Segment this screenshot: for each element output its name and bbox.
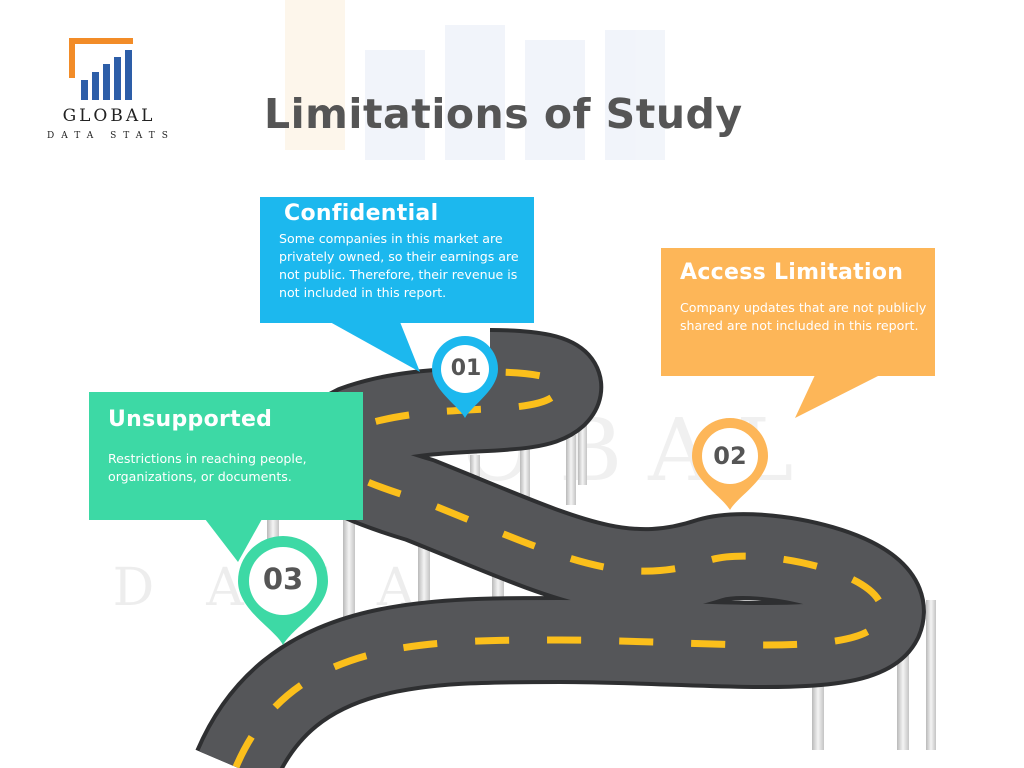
logo-bar bbox=[103, 64, 110, 100]
callout-confidential: Confidential Some companies in this mark… bbox=[260, 197, 534, 323]
callout-access: Access Limitation Company updates that a… bbox=[661, 248, 935, 376]
callout-title: Confidential bbox=[284, 201, 439, 226]
pin-confidential bbox=[432, 336, 498, 418]
watermark-bar bbox=[445, 25, 505, 160]
logo-word-data-stats: DATA STATS bbox=[47, 131, 175, 141]
pin-number-03: 03 bbox=[262, 562, 304, 596]
callout-body: Some companies in this market are privat… bbox=[279, 231, 519, 300]
logo-accent bbox=[69, 38, 133, 78]
watermark-bar bbox=[365, 50, 425, 160]
callout-unsupported: Unsupported Restrictions in reaching peo… bbox=[89, 392, 363, 520]
pin-number-01: 01 bbox=[450, 356, 482, 381]
pillar bbox=[566, 435, 576, 505]
watermark bbox=[285, 0, 665, 160]
callout-title: Access Limitation bbox=[680, 260, 904, 285]
logo-bar bbox=[125, 50, 132, 100]
pin-unsupported bbox=[238, 536, 328, 645]
watermark-bar bbox=[285, 0, 345, 150]
callout-body: Restrictions in reaching people, organiz… bbox=[108, 451, 307, 484]
callout-body: Company updates that are not publicly sh… bbox=[680, 300, 927, 333]
callout-tail-access bbox=[795, 375, 880, 418]
pillar bbox=[343, 520, 355, 620]
logo-mark bbox=[69, 38, 133, 100]
callout-tail-unsupported bbox=[205, 519, 262, 562]
watermark-bar bbox=[525, 40, 585, 160]
logo-word-global: GLOBAL bbox=[62, 106, 156, 126]
watermark-bar bbox=[605, 30, 665, 160]
logo: GLOBAL DATA STATS bbox=[34, 36, 184, 146]
logo-bar bbox=[81, 80, 88, 100]
logo-bar bbox=[92, 72, 99, 100]
pillar bbox=[520, 445, 530, 505]
pin-access bbox=[692, 418, 768, 510]
lane-markings bbox=[232, 368, 886, 768]
callout-tail-confidential bbox=[330, 322, 420, 372]
pillar bbox=[578, 405, 587, 485]
pillar bbox=[418, 540, 430, 620]
callout-title: Unsupported bbox=[108, 407, 273, 432]
pin-number-02: 02 bbox=[713, 442, 747, 470]
page-title: Limitations of Study bbox=[264, 90, 743, 138]
pillar bbox=[926, 600, 936, 750]
logo-bar bbox=[114, 57, 121, 100]
winding-road bbox=[195, 328, 926, 768]
